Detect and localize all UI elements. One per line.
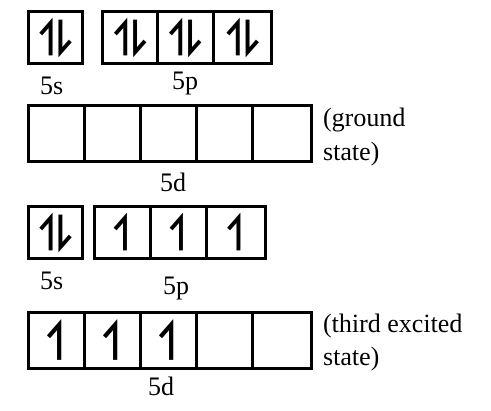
- electron-arrows: [198, 314, 251, 367]
- excited-state-label-line2: state): [323, 342, 380, 371]
- electron-arrows: [142, 107, 195, 160]
- spin-down-arrow: [133, 19, 147, 58]
- excited-5d-label: 5d: [148, 372, 174, 401]
- electron-arrows: [113, 212, 127, 251]
- electron-arrows: [227, 212, 241, 251]
- spin-up-arrow: [113, 17, 128, 56]
- orbital-cell: [30, 314, 86, 367]
- electron-arrows: [254, 107, 310, 160]
- excited-5p-orbital-box: [93, 205, 267, 260]
- spin-down-arrow: [188, 19, 202, 58]
- ground-5s-orbital-box: [27, 10, 84, 65]
- orbital-cell: [198, 107, 254, 160]
- orbital-cell: [142, 107, 198, 160]
- electron-arrows: [254, 314, 310, 367]
- electron-arrows: [226, 17, 259, 58]
- electron-arrows: [30, 107, 83, 160]
- spin-down-arrow: [245, 19, 259, 58]
- orbital-cell: [30, 208, 81, 257]
- excited-5d-orbital-box: [27, 311, 313, 370]
- orbital-cell: [86, 314, 142, 367]
- spin-up-arrow: [39, 17, 53, 56]
- excited-5s-orbital-box: [27, 205, 84, 260]
- orbital-cell: [208, 208, 264, 257]
- spin-up-arrow: [226, 17, 240, 56]
- orbital-cell: [86, 107, 142, 160]
- orbital-cell: [104, 13, 160, 62]
- spin-down-arrow: [58, 19, 72, 58]
- electron-arrows: [113, 17, 147, 58]
- orbital-cell: [254, 314, 310, 367]
- spin-up-arrow: [227, 212, 241, 251]
- orbital-cell: [198, 314, 254, 367]
- orbital-cell: [152, 208, 208, 257]
- excited-state-label-line1: (third excited: [323, 309, 463, 338]
- electron-arrows: [169, 212, 183, 251]
- orbital-cell: [30, 107, 86, 160]
- spin-up-arrow: [102, 318, 118, 360]
- ground-5p-orbital-box: [101, 10, 273, 65]
- spin-up-arrow: [46, 318, 62, 360]
- orbital-cell: [215, 13, 270, 62]
- electron-arrows: [102, 318, 118, 360]
- spin-up-arrow: [113, 212, 127, 251]
- spin-down-arrow: [58, 214, 72, 253]
- excited-5s-label: 5s: [40, 266, 64, 295]
- electron-arrows: [169, 17, 202, 58]
- ground-5d-label: 5d: [160, 168, 186, 197]
- electron-arrows: [158, 318, 174, 360]
- orbital-cell: [96, 208, 152, 257]
- spin-up-arrow: [169, 17, 183, 56]
- ground-5p-label: 5p: [172, 66, 198, 95]
- electron-arrows: [39, 17, 72, 58]
- spin-up-arrow: [39, 212, 53, 251]
- ground-state-label-line1: (ground: [323, 103, 406, 132]
- electron-arrows: [46, 318, 62, 360]
- orbital-cell: [30, 13, 81, 62]
- orbital-cell: [159, 13, 215, 62]
- excited-5p-label: 5p: [163, 271, 189, 300]
- ground-state-label-line2: state): [323, 137, 380, 166]
- orbital-cell: [254, 107, 310, 160]
- electron-arrows: [86, 107, 139, 160]
- electron-arrows: [198, 107, 251, 160]
- orbital-cell: [142, 314, 198, 367]
- ground-5d-orbital-box: [27, 104, 313, 163]
- electron-arrows: [39, 212, 72, 253]
- ground-5s-label: 5s: [40, 71, 64, 100]
- spin-up-arrow: [158, 318, 174, 360]
- spin-up-arrow: [169, 212, 183, 251]
